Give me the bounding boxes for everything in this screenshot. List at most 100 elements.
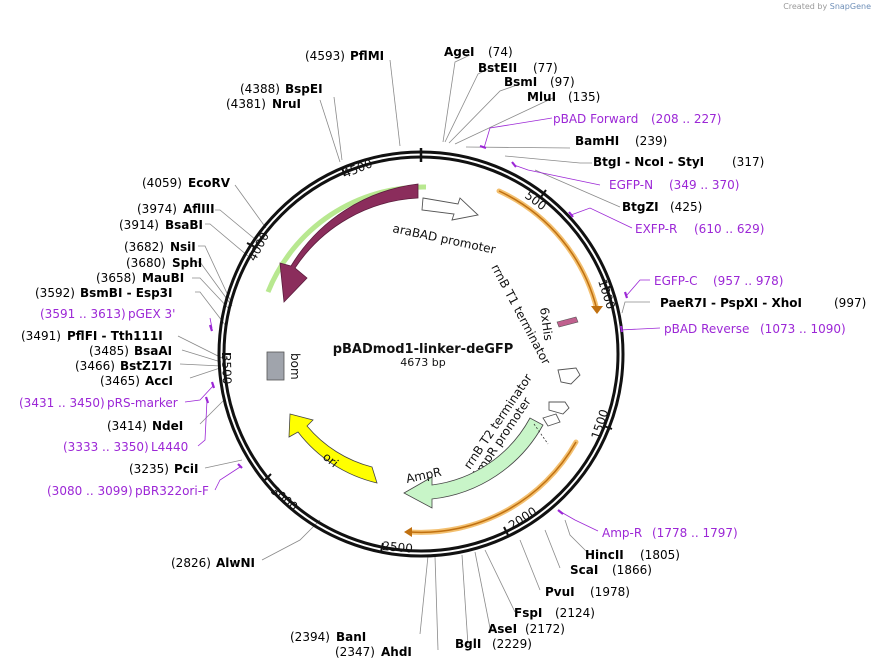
feature-arac: [279, 183, 419, 303]
site-name: PflMI: [350, 49, 384, 63]
primer-range: (349 .. 370): [669, 178, 739, 192]
site-name: BsmBI - Esp3I: [80, 286, 172, 300]
primer-range: (3080 .. 3099): [47, 484, 133, 498]
tick-label-2500: 2500: [382, 539, 414, 556]
site-name: FspI: [514, 606, 542, 620]
feature-6xhis: [556, 316, 579, 328]
site-name: BsmI: [504, 75, 537, 89]
site-name: BsaAI: [134, 344, 172, 358]
feature-arabad-promoter: [421, 197, 479, 221]
site-pos: (77): [533, 61, 558, 75]
feature-rrnb-t2: [548, 401, 570, 415]
site-pos: (3914): [119, 218, 159, 232]
site-pos: (4593): [305, 49, 345, 63]
primer-name: pBAD Forward: [553, 112, 638, 126]
primer-name: EXFP-R: [635, 222, 677, 236]
site-name: BstEII: [478, 61, 517, 75]
site-name: AflIII: [183, 202, 215, 216]
site-pos: (2826): [171, 556, 211, 570]
site-name: PciI: [174, 462, 199, 476]
site-pos: (3414): [107, 419, 147, 433]
site-name: PaeR7I - PspXI - XhoI: [660, 296, 802, 310]
tick-label-1000: 1000: [595, 278, 618, 311]
primer-name: pBR322ori-F: [135, 484, 209, 498]
primer-range: (3333 .. 3350): [63, 440, 149, 454]
primer-name: EGFP-C: [654, 274, 697, 288]
site-name: AseI: [488, 622, 517, 636]
created-by-text: Created by: [783, 2, 828, 11]
site-pos: (135): [568, 90, 600, 104]
primer-labels: pBAD Forward (208 .. 227) EGFP-N (349 ..…: [19, 112, 846, 540]
site-pos: (3974): [137, 202, 177, 216]
site-name: MauBI: [142, 271, 184, 285]
site-name: BamHI: [575, 134, 619, 148]
site-name: HincII: [585, 548, 624, 562]
site-pos: (3485): [89, 344, 129, 358]
plasmid-length: 4673 bp: [400, 356, 445, 369]
site-name: AgeI: [444, 45, 474, 59]
site-pos: (2172): [525, 622, 565, 636]
tick-label-4500: 4500: [341, 156, 375, 180]
feature-ampr: [403, 417, 544, 509]
tick-label-3000: 3000: [268, 484, 300, 514]
primer-name: pRS-marker: [107, 396, 178, 410]
orf-arrow-1: [591, 306, 603, 314]
site-name: BtgZI: [622, 200, 659, 214]
site-name: BglI: [455, 637, 481, 651]
site-name: NruI: [272, 97, 301, 111]
primer-name: EGFP-N: [609, 178, 653, 192]
site-pos: (4059): [142, 176, 182, 190]
site-pos: (3682): [124, 240, 164, 254]
scale-ticks: [222, 167, 613, 553]
site-name: BanI: [336, 630, 366, 644]
site-pos: (3465): [100, 374, 140, 388]
feature-ampr-promoter: [542, 413, 561, 427]
site-name: ScaI: [570, 563, 598, 577]
primer-marks: [204, 144, 629, 515]
site-name: BsaBI: [165, 218, 203, 232]
site-pos: (425): [670, 200, 702, 214]
site-pos: (74): [488, 45, 513, 59]
site-pos: (3466): [75, 359, 115, 373]
primer-range: (3591 .. 3613): [40, 307, 126, 321]
feature-bom: [266, 351, 285, 381]
site-pos: (3491): [21, 329, 61, 343]
primer-range: (1778 .. 1797): [652, 526, 738, 540]
ampr-dashes: [533, 423, 549, 445]
primer-name: pBAD Reverse: [664, 322, 749, 336]
site-pos: (997): [834, 296, 866, 310]
site-pos: (3680): [126, 256, 166, 270]
site-pos: (1866): [612, 563, 652, 577]
site-pos: (1978): [590, 585, 630, 599]
site-name: PvuI: [545, 585, 575, 599]
site-name: AlwNI: [216, 556, 255, 570]
orf-arc-2: [409, 441, 577, 534]
primer-range: (610 .. 629): [694, 222, 764, 236]
leader-lines: [177, 54, 650, 651]
feature-arabad-label: araBAD promoter: [391, 221, 497, 257]
primer-range: (957 .. 978): [713, 274, 783, 288]
primer-name: L4440: [151, 440, 188, 454]
site-name: BtgI - NcoI - StyI: [593, 155, 704, 169]
primer-name: pGEX 3': [128, 307, 175, 321]
tick-label-1500: 1500: [589, 408, 612, 441]
site-pos: (2229): [492, 637, 532, 651]
site-name: AhdI: [381, 645, 412, 659]
primer-leaders: [184, 117, 661, 532]
site-pos: (4388): [240, 82, 280, 96]
tick-label-3500: 3500: [219, 354, 234, 385]
feature-6xhis-label: 6xHis: [537, 306, 556, 341]
restriction-sites: (4593) PflMI AgeI (74) BstEII (77) BsmI …: [21, 45, 866, 659]
site-name: MluI: [527, 90, 556, 104]
site-pos: (239): [635, 134, 667, 148]
app-name: SnapGene: [829, 2, 871, 11]
site-pos: (2124): [555, 606, 595, 620]
site-name: AccI: [145, 374, 173, 388]
site-name: BspEI: [285, 82, 323, 96]
plasmid-name: pBADmod1-linker-deGFP: [333, 342, 514, 357]
primer-range: (1073 .. 1090): [760, 322, 846, 336]
site-pos: (3592): [35, 286, 75, 300]
site-pos: (4381): [226, 97, 266, 111]
feature-rrnb-t1: [557, 367, 581, 385]
